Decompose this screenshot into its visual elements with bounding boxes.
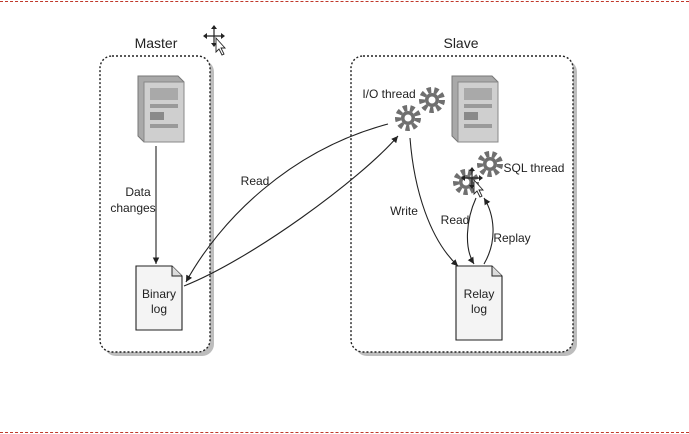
data-changes-label-1: Data <box>125 185 151 199</box>
sql-read-arrow <box>466 197 477 265</box>
master-server-icon <box>137 75 185 143</box>
read-response-arrow <box>185 123 389 283</box>
sql-read-label: Read <box>441 213 470 227</box>
relay-log-label-1: Relay <box>464 287 495 301</box>
io-thread-label: I/O thread <box>362 87 415 101</box>
read-label-master: Read <box>241 174 270 188</box>
slave-server-icon <box>451 75 499 143</box>
write-label: Write <box>390 204 418 218</box>
sql-thread-label: SQL thread <box>504 161 565 175</box>
replay-arrow <box>483 197 494 265</box>
move-cursor-icon-secondary <box>461 167 485 198</box>
binary-log-document-icon <box>135 265 183 331</box>
relay-log-label-2: log <box>471 302 487 316</box>
move-cursor-icon <box>203 25 227 56</box>
master-title: Master <box>135 35 178 51</box>
binary-log-label-2: log <box>151 302 167 316</box>
read-request-arrow <box>183 135 399 287</box>
top-border <box>0 1 689 2</box>
bottom-border <box>0 432 689 433</box>
replay-label: Replay <box>493 231 530 245</box>
write-arrow <box>409 137 459 267</box>
data-changes-label-2: changes <box>110 201 155 215</box>
binary-log-label-1: Binary <box>142 287 176 301</box>
relay-log-document-icon <box>455 265 503 341</box>
slave-title: Slave <box>443 35 478 51</box>
